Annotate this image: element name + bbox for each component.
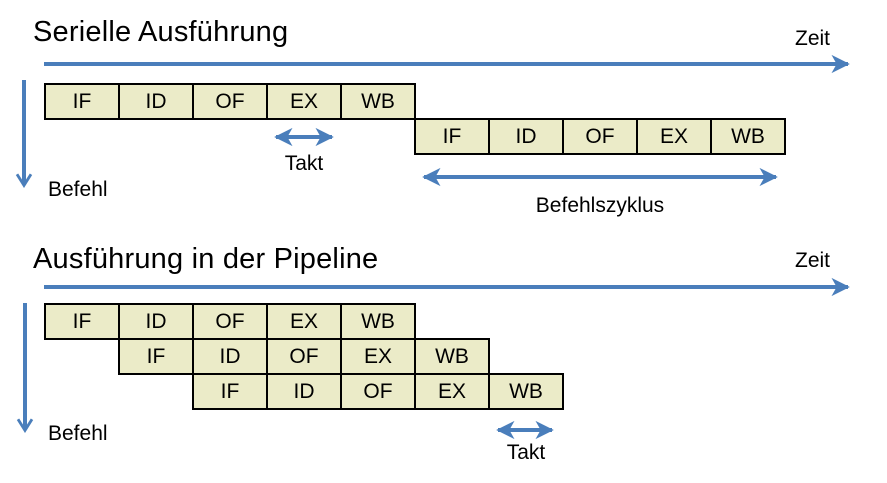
stage-box: OF — [266, 338, 342, 375]
pipeline-row-1: IF ID OF EX WB — [44, 303, 416, 340]
serial-section-title: Serielle Ausführung — [33, 16, 289, 48]
serial-instruction-label: Befehl — [48, 178, 108, 201]
stage-box: WB — [340, 303, 416, 340]
pipeline-section-title: Ausführung in der Pipeline — [33, 243, 379, 275]
stage-box: ID — [488, 118, 564, 155]
stage-box: EX — [266, 83, 342, 120]
stage-box: IF — [44, 303, 120, 340]
stage-box: ID — [118, 83, 194, 120]
stage-box: WB — [710, 118, 786, 155]
stage-box: IF — [118, 338, 194, 375]
stage-box: WB — [488, 373, 564, 410]
stage-box: EX — [266, 303, 342, 340]
stage-box: EX — [636, 118, 712, 155]
stage-box: OF — [192, 83, 268, 120]
pipeline-instruction-label: Befehl — [48, 422, 108, 445]
serial-clock-label: Takt — [284, 152, 324, 175]
instruction-cycle-label: Befehlszyklus — [535, 194, 665, 217]
stage-box: IF — [44, 83, 120, 120]
stage-box: WB — [340, 83, 416, 120]
stage-box: OF — [340, 373, 416, 410]
serial-row-2: IF ID OF EX WB — [414, 118, 786, 155]
serial-time-label: Zeit — [795, 27, 831, 50]
stage-box: ID — [266, 373, 342, 410]
stage-box: OF — [562, 118, 638, 155]
stage-box: IF — [414, 118, 490, 155]
stage-box: EX — [414, 373, 490, 410]
pipeline-clock-label: Takt — [506, 441, 546, 464]
stage-box: OF — [192, 303, 268, 340]
stage-box: EX — [340, 338, 416, 375]
pipeline-row-3: IF ID OF EX WB — [192, 373, 564, 410]
stage-box: ID — [192, 338, 268, 375]
stage-box: WB — [414, 338, 490, 375]
stage-box: IF — [192, 373, 268, 410]
serial-row-1: IF ID OF EX WB — [44, 83, 416, 120]
pipeline-row-2: IF ID OF EX WB — [118, 338, 490, 375]
stage-box: ID — [118, 303, 194, 340]
pipeline-time-label: Zeit — [795, 249, 831, 272]
